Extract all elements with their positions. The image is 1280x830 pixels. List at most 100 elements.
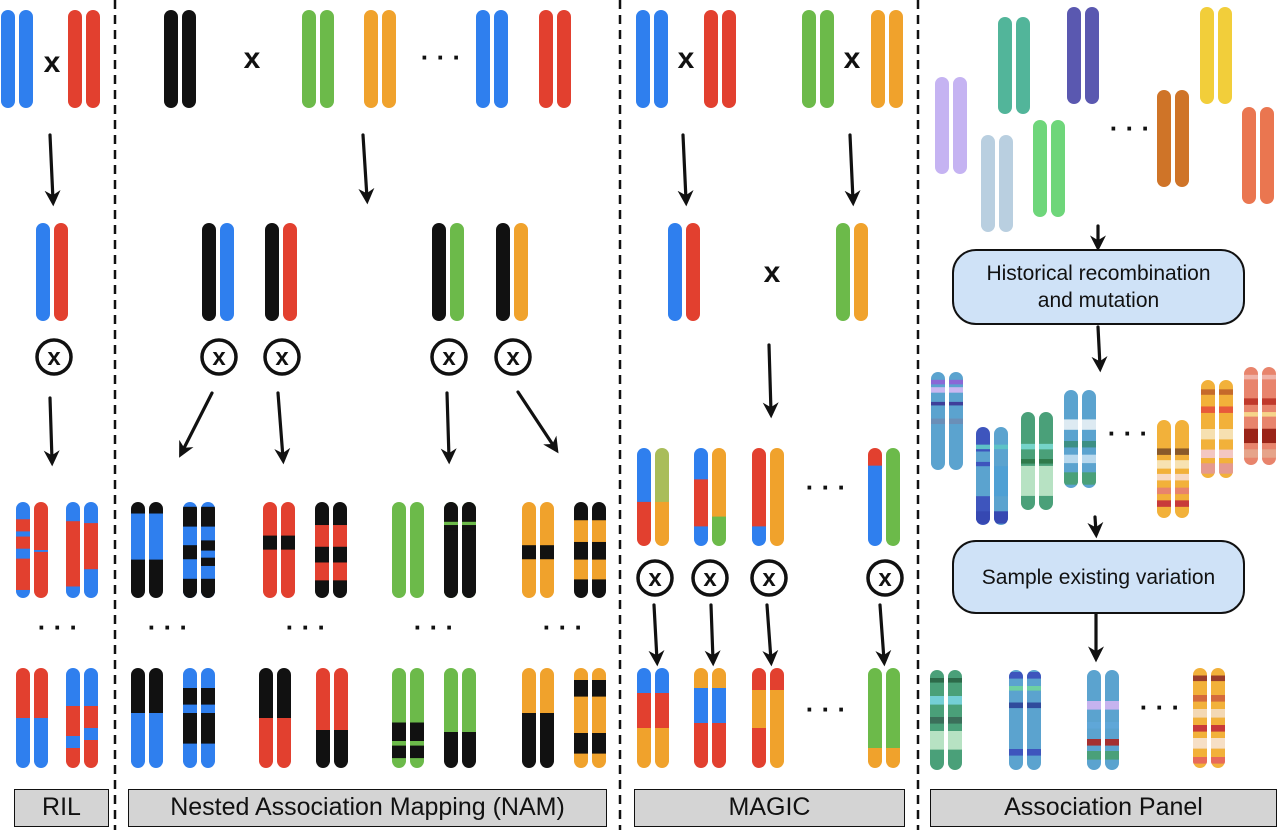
chromatid [953, 77, 967, 174]
chromatid [444, 502, 458, 598]
chromatid [1262, 367, 1276, 465]
chromatid [1009, 670, 1023, 770]
arrow [844, 133, 861, 207]
chromatid [263, 502, 277, 598]
chromatid [886, 668, 900, 768]
chromatid [1039, 412, 1053, 510]
nam-panel-label: Nested Association Mapping (NAM) [128, 789, 607, 827]
ellipsis: · · · [1110, 113, 1150, 143]
chromatid [948, 670, 962, 770]
self-cross-symbol: x [35, 338, 73, 376]
chromatid [994, 427, 1008, 525]
chromatid [522, 668, 536, 768]
chromatid [886, 448, 900, 546]
self-cross-symbol: x [263, 338, 301, 376]
chromatid [66, 668, 80, 768]
chromatid [574, 502, 588, 598]
chromatid [1242, 107, 1256, 204]
arrow [677, 133, 694, 207]
chromatid [302, 10, 316, 108]
chromatid [86, 10, 100, 108]
chromatid [131, 502, 145, 598]
chromatid [315, 502, 329, 598]
chromatid [382, 10, 396, 108]
chromatid [540, 502, 554, 598]
chromatid [655, 668, 669, 768]
chromatid [320, 10, 334, 108]
sample-existing-variation-box: Sample existing variation [952, 540, 1245, 614]
chromatid [68, 10, 82, 108]
chromatid [182, 10, 196, 108]
chromatid [1260, 107, 1274, 204]
chromatid [770, 448, 784, 546]
chromatid [712, 668, 726, 768]
self-cross-symbol: x [636, 559, 674, 597]
chromosome-layer [1, 7, 1276, 770]
chromatid [539, 10, 553, 108]
chromatid [462, 502, 476, 598]
chromatid [34, 502, 48, 598]
chromatid [949, 372, 963, 470]
chromatid [202, 223, 216, 321]
chromatid [540, 668, 554, 768]
chromatid [1244, 367, 1258, 465]
chromatid [998, 17, 1012, 114]
ellipsis: · · · [543, 612, 583, 642]
cross-symbol: x [244, 42, 261, 75]
chromatid [1051, 120, 1065, 217]
arrow [358, 133, 375, 205]
chromatid [1157, 90, 1171, 187]
chromatid [19, 10, 33, 108]
chromatid [476, 10, 490, 108]
chromatid [149, 502, 163, 598]
chromatid [316, 668, 330, 768]
chromatid [1211, 668, 1225, 768]
chromatid [889, 10, 903, 108]
svg-text:x: x [703, 565, 717, 592]
chromatid [334, 668, 348, 768]
svg-text:x: x [762, 565, 776, 592]
ellipsis: · · · [1140, 692, 1180, 722]
chromatid [149, 668, 163, 768]
chromatid [496, 223, 510, 321]
chromatid [201, 668, 215, 768]
chromatid [686, 223, 700, 321]
chromatid [265, 223, 279, 321]
chromatid [16, 668, 30, 768]
chromatid [462, 668, 476, 768]
cross-symbol: x [764, 256, 781, 289]
chromatid [1064, 390, 1078, 488]
chromatid [999, 135, 1013, 232]
chromatid [820, 10, 834, 108]
chromatid [668, 223, 682, 321]
chromatid [450, 223, 464, 321]
chromatid [592, 668, 606, 768]
ellipsis: · · · [148, 612, 188, 642]
chromatid [277, 668, 291, 768]
arrow [1091, 325, 1108, 373]
chromatid [333, 502, 347, 598]
chromatid [752, 448, 766, 546]
chromatid [410, 668, 424, 768]
chromatid [868, 668, 882, 768]
chromatid [712, 448, 726, 546]
association-panel-label: Association Panel [930, 789, 1277, 827]
svg-text:x: x [442, 344, 456, 371]
chromatid [704, 10, 718, 108]
ellipsis: · · · [806, 472, 846, 502]
chromatid [802, 10, 816, 108]
arrow [440, 391, 457, 465]
chromatid [655, 448, 669, 546]
chromatid [410, 502, 424, 598]
chromatid [183, 668, 197, 768]
chromatid [1200, 7, 1214, 104]
self-cross-symbol: x [691, 559, 729, 597]
chromatid [854, 223, 868, 321]
chromatid [557, 10, 571, 108]
chromatid [444, 668, 458, 768]
arrow [648, 603, 665, 667]
arrow [762, 343, 779, 419]
chromatid [131, 668, 145, 768]
chromatid [84, 502, 98, 598]
